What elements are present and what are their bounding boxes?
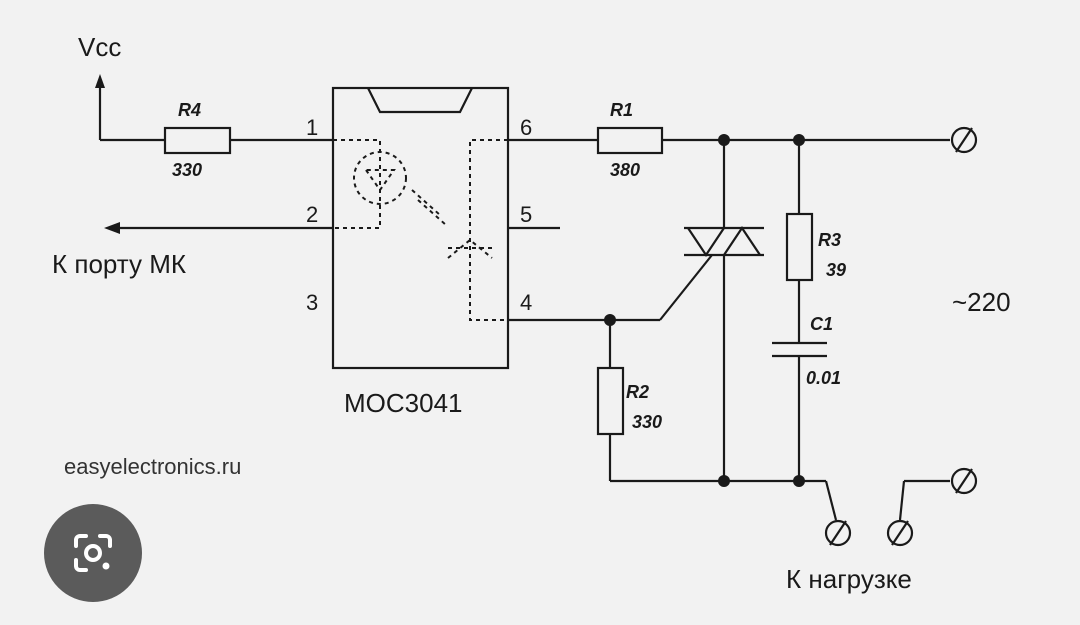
- pin-5-label: 5: [520, 202, 532, 227]
- terminal-mains-bottom: [950, 467, 978, 495]
- r2-ref: R2: [626, 382, 649, 402]
- pin-6-label: 6: [520, 115, 532, 140]
- junction-dot: [793, 134, 805, 146]
- triac: [684, 140, 764, 481]
- snubber: [772, 140, 827, 481]
- pin-2-label: 2: [306, 202, 318, 227]
- terminal-mains-top: [950, 126, 978, 154]
- junction-dot: [793, 475, 805, 487]
- r1-ref: R1: [610, 100, 633, 120]
- junction-dot: [718, 475, 730, 487]
- chip-label: MOC3041: [344, 388, 463, 418]
- site-watermark: easyelectronics.ru: [64, 454, 241, 479]
- r4-value: 330: [172, 160, 202, 180]
- lens-button[interactable]: [44, 504, 142, 602]
- vcc-label: Vcc: [78, 32, 121, 62]
- terminal-load-left: [824, 519, 852, 547]
- pin-3-label: 3: [306, 290, 318, 315]
- mains-label: ~220: [952, 287, 1011, 317]
- r3-ref: R3: [818, 230, 841, 250]
- to-load-label: К нагрузке: [786, 564, 912, 594]
- r1-resistor: [596, 126, 664, 155]
- gate-wire: [508, 254, 713, 322]
- pin-1-label: 1: [306, 115, 318, 140]
- vcc-rail: [95, 74, 333, 142]
- c1-ref: C1: [810, 314, 833, 334]
- r1-value: 380: [610, 160, 640, 180]
- google-lens-icon: [74, 534, 112, 572]
- r2-value: 330: [632, 412, 662, 432]
- junction-dot: [604, 314, 616, 326]
- terminal-load-right: [886, 519, 914, 547]
- r4-resistor: [163, 126, 232, 155]
- moc3041-chip: [331, 86, 510, 370]
- load-wiring: [898, 479, 950, 521]
- to-port-label: К порту МК: [52, 249, 186, 279]
- c1-value: 0.01: [806, 368, 841, 388]
- pin-4-label: 4: [520, 290, 532, 315]
- r3-value: 39: [826, 260, 846, 280]
- port-wire: [104, 222, 333, 234]
- r4-ref: R4: [178, 100, 201, 120]
- junction-dot: [718, 134, 730, 146]
